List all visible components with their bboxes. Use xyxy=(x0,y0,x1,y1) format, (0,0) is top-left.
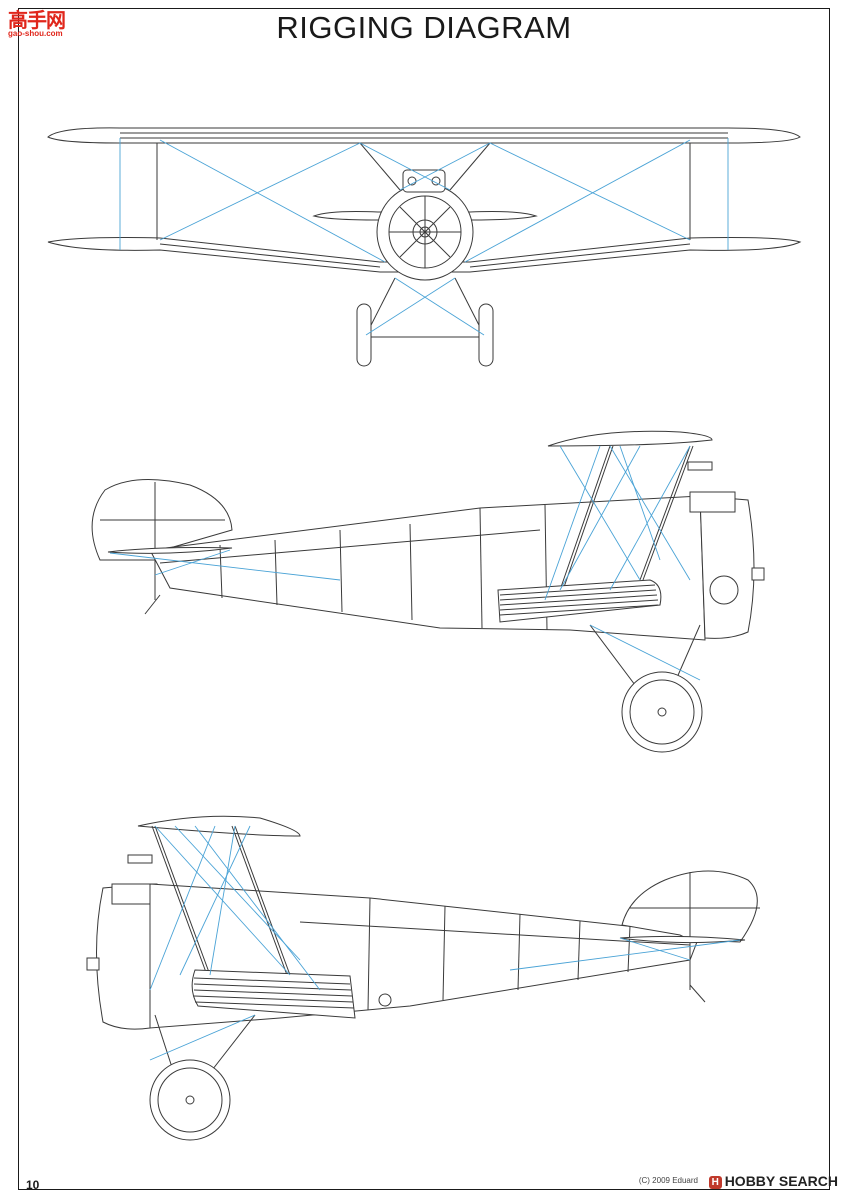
lower-wing xyxy=(497,579,662,623)
page-frame xyxy=(18,8,830,1190)
wheel xyxy=(149,1059,231,1141)
page-title: RIGGING DIAGRAM xyxy=(276,10,572,45)
watermark-chars: 高手网 xyxy=(8,8,66,32)
left-wheel xyxy=(356,303,372,367)
front-rigging-wires xyxy=(119,138,729,336)
upper-wing xyxy=(47,127,801,144)
brand-name: HOBBY SEARCH xyxy=(724,1173,838,1189)
engine-cowl xyxy=(96,883,151,1030)
wheel xyxy=(621,671,703,753)
left-side-view-diagram xyxy=(91,430,765,753)
right-wheel xyxy=(478,303,494,367)
right-side-view-diagram xyxy=(86,815,760,1141)
right-side-rigging-wires xyxy=(149,825,741,1061)
page-number: 10 xyxy=(26,1178,40,1192)
copyright-credit: (C) 2009 Eduard xyxy=(638,1176,698,1185)
watermark-url: gao-shou.com xyxy=(8,29,63,38)
upper-wing xyxy=(547,430,713,447)
engine-cowl xyxy=(699,495,755,639)
hobbysearch-logo-icon: H xyxy=(708,1176,722,1189)
upper-wing xyxy=(137,815,301,837)
left-side-rigging-wires xyxy=(109,445,701,681)
front-view-diagram xyxy=(47,127,802,367)
watermark-logo: 高手网 gao-shou.com xyxy=(6,4,74,44)
